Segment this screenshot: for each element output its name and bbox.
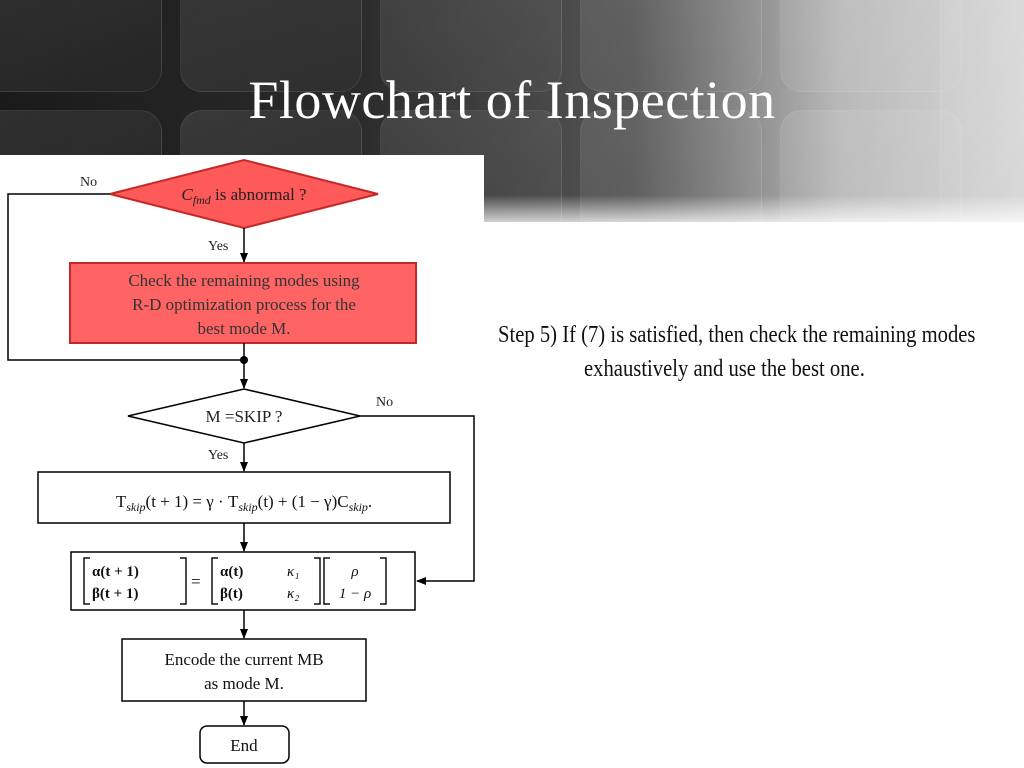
banner-tile [940, 0, 1024, 222]
step-line-1: Step 5) If (7) is satisfied, then check … [498, 322, 976, 348]
process-encode-line1: Encode the current MB [164, 650, 323, 669]
step-line-2: exhaustively and use the best one. [584, 356, 865, 382]
bracket [83, 557, 90, 605]
bracket [211, 557, 218, 605]
process-check-modes-line3: best mode M. [197, 319, 290, 338]
no-loop-line [7, 193, 244, 361]
skip-no-line [360, 415, 475, 585]
bracket [380, 557, 387, 605]
matrix-equals: = [191, 572, 201, 591]
banner-tile [180, 0, 362, 92]
decision-abnormal-yes-label: Yes [208, 239, 228, 254]
bracket [323, 557, 330, 605]
matrix-lhs-row1: α(t + 1) [92, 564, 139, 580]
decision-abnormal-no-label: No [80, 175, 97, 190]
matrix-update-box [70, 551, 416, 611]
decision-skip-yes-label: Yes [208, 448, 228, 463]
process-check-modes [69, 262, 417, 344]
matrix-rhs-row2: 1 − ρ [339, 586, 371, 602]
banner-tile [0, 0, 162, 92]
decision-skip-label: M =SKIP ? [206, 407, 283, 426]
slide-title: Flowchart of Inspection [248, 70, 776, 130]
decision-abnormal-label: Cfmd is abnormal ? [181, 185, 306, 207]
formula-tskip-box [37, 471, 451, 524]
process-encode-line2: as mode M. [204, 674, 284, 693]
banner-tile [780, 0, 962, 92]
banner-tile [380, 0, 562, 92]
matrix-lhs-row2: β(t + 1) [92, 586, 138, 602]
bracket [180, 557, 187, 605]
step-description: Step 5) If (7) is satisfied, then check … [498, 318, 975, 386]
flowchart: Cfmd is abnormal ? No Yes Check the rema… [7, 158, 475, 764]
terminator-end [199, 725, 290, 764]
terminator-end-label: End [230, 736, 258, 755]
banner-tile [580, 0, 762, 92]
decision-abnormal-shape [109, 158, 379, 230]
bracket [314, 557, 321, 605]
matrix-mid-r2c1: β(t) [220, 586, 243, 602]
formula-tskip: Tskip(t + 1) = γ · Tskip(t) + (1 − γ)Csk… [116, 492, 372, 514]
process-check-modes-line1: Check the remaining modes using [128, 271, 360, 290]
matrix-mid-r2c2: κ₂ [287, 586, 299, 602]
matrix-equation: α(t + 1) β(t + 1) = α(t) κ₁ β(t) κ₂ ρ 1 … [83, 557, 387, 605]
matrix-mid-r1c2: κ₁ [287, 564, 299, 580]
process-check-modes-line2: R-D optimization process for the [132, 295, 356, 314]
matrix-mid-r1c1: α(t) [220, 564, 243, 580]
decision-skip-no-label: No [376, 395, 393, 410]
matrix-rhs-row1: ρ [350, 564, 358, 580]
